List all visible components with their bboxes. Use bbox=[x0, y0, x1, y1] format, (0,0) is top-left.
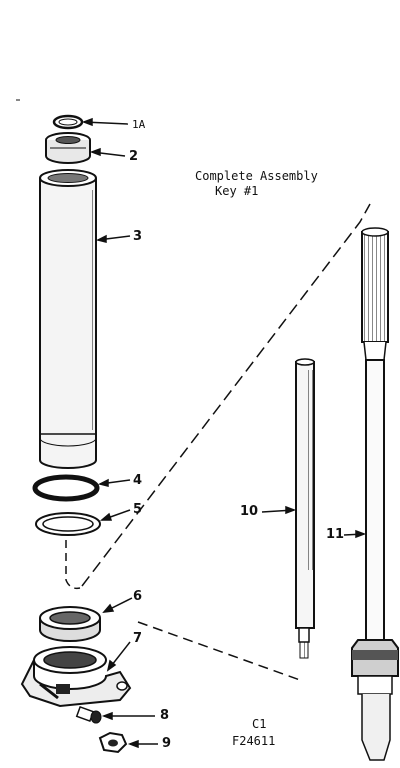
callout-8: 8 bbox=[160, 708, 170, 723]
part-2-bearing bbox=[45, 132, 91, 164]
callout-1a: 1A bbox=[132, 118, 146, 131]
part-11-spindle bbox=[351, 227, 399, 761]
part-8-screw bbox=[75, 705, 102, 724]
callout-7: 7 bbox=[133, 631, 143, 646]
part-3-quill-tube bbox=[39, 169, 97, 469]
part-9-hex-nut bbox=[98, 731, 128, 754]
part-7-clamp-collar bbox=[20, 646, 132, 708]
dashed-centerline bbox=[65, 540, 81, 590]
dashed-leader-upper bbox=[81, 203, 371, 587]
part-1a-snap-ring bbox=[52, 114, 84, 130]
part-5-washer bbox=[35, 512, 101, 536]
callout-4: 4 bbox=[133, 473, 143, 488]
callout-10: 10 bbox=[240, 504, 259, 519]
dashed-leader-lower bbox=[137, 621, 301, 681]
part-4-o-ring bbox=[32, 474, 100, 502]
leader-lines bbox=[81, 117, 367, 749]
callout-2: 2 bbox=[129, 149, 139, 164]
callout-3: 3 bbox=[133, 229, 143, 244]
assembly-title: Complete Assembly bbox=[195, 169, 318, 183]
callout-11: 11 bbox=[326, 527, 345, 542]
callout-6: 6 bbox=[133, 589, 143, 604]
assembly-key: Key #1 bbox=[215, 184, 259, 198]
footer-code: C1 bbox=[252, 717, 267, 731]
part-6-seal bbox=[39, 606, 101, 642]
callout-5: 5 bbox=[133, 502, 143, 517]
figure-number: F24611 bbox=[232, 734, 276, 748]
callout-9: 9 bbox=[162, 736, 172, 751]
part-10-threaded-rod bbox=[295, 358, 315, 659]
